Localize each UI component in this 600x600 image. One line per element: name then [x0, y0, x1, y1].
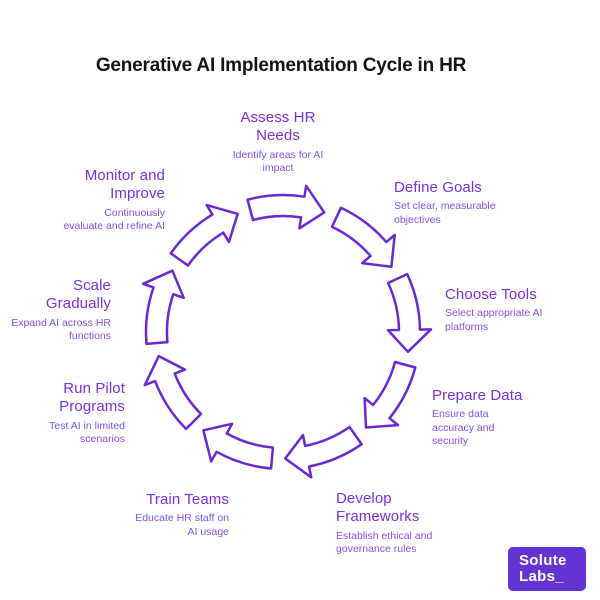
step-train-teams: Train Teams Educate HR staff on AI usage [135, 491, 229, 539]
step-title: Prepare Data [432, 387, 523, 404]
cycle-arrow [330, 206, 396, 269]
logo-line-2: Labs_ [519, 568, 564, 585]
step-title: Monitor and Improve [84, 167, 165, 203]
step-monitor-and-improve: Monitor and Improve Continuously evaluat… [63, 167, 165, 233]
step-title: Run Pilot Programs [59, 380, 125, 416]
step-description: Establish ethical and governance rules [336, 529, 433, 555]
step-description: Expand AI across HR functions [11, 316, 111, 342]
logo-line-1: Solute [519, 552, 567, 569]
step-run-pilot-programs: Run Pilot Programs Test AI in limited sc… [49, 380, 125, 446]
cycle-arrow [141, 269, 185, 346]
step-description: Select appropriate AI platforms [445, 307, 543, 333]
page-title: Generative AI Implementation Cycle in HR [95, 55, 467, 76]
cycle-arrow [169, 203, 239, 267]
step-title: Assess HR Needs [240, 109, 316, 145]
step-description: Continuously evaluate and refine AI [63, 206, 165, 232]
step-description: Ensure data accuracy and security [432, 408, 495, 447]
step-title: Define Goals [394, 179, 482, 196]
step-description: Set clear, measurable objectives [394, 200, 496, 226]
cycle-arrow [202, 422, 275, 470]
step-scale-gradually: Scale Gradually Expand AI across HR func… [11, 277, 111, 343]
step-title: Choose Tools [445, 286, 537, 303]
step-choose-tools: Choose Tools Select appropriate AI platf… [445, 286, 542, 334]
step-prepare-data: Prepare Data Ensure data accuracy and se… [432, 387, 522, 448]
step-description: Test AI in limited scenarios [49, 419, 125, 445]
step-description: Identify areas for AI impact [232, 148, 324, 174]
step-assess-hr-needs: Assess HR Needs Identify areas for AI im… [178, 109, 378, 175]
step-define-goals: Define Goals Set clear, measurable objec… [394, 179, 496, 227]
step-title: Train Teams [146, 491, 229, 508]
step-develop-frameworks: Develop Frameworks Establish ethical and… [336, 490, 432, 556]
cycle-arrow [246, 184, 326, 230]
solutelabs-logo: Solute Labs_ [508, 547, 586, 591]
step-title: Scale Gradually [45, 277, 111, 313]
cycle-arrow [143, 354, 203, 431]
step-description: Educate HR staff on AI usage [135, 512, 229, 538]
cycle-arrow [386, 272, 433, 354]
cycle-arrow [283, 425, 363, 479]
step-title: Develop Frameworks [336, 490, 420, 526]
cycle-arrow [363, 360, 417, 429]
